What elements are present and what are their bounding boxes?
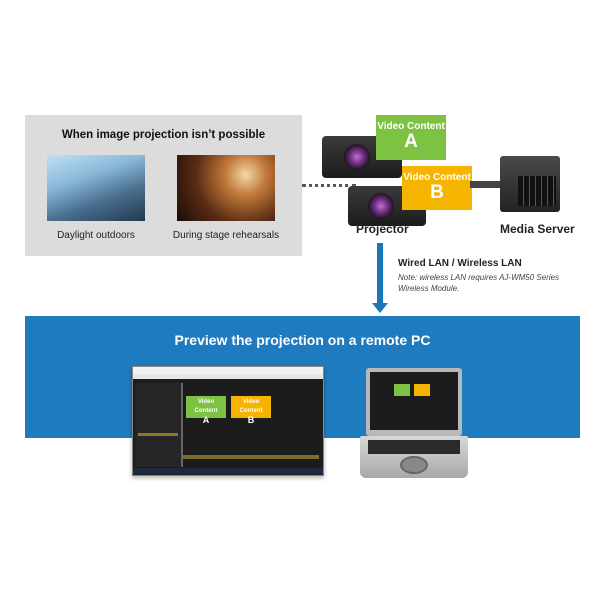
remote-laptop: [360, 366, 468, 478]
projector-label: Projector: [356, 222, 409, 236]
connection-note: Note: wireless LAN requires AJ-WM50 Seri…: [398, 273, 560, 293]
arrow-head-icon: [372, 303, 388, 313]
stage-photo: [177, 155, 275, 221]
stage-label: During stage rehearsals: [172, 230, 280, 241]
media-server-image: [500, 156, 560, 212]
preview-title: Preview the projection on a remote PC: [174, 332, 431, 348]
connection-title: Wired LAN / Wireless LAN: [398, 258, 522, 269]
server-cable: [470, 181, 502, 188]
use-case-title: When image projection isn’t possible: [61, 129, 266, 141]
media-server-label: Media Server: [500, 222, 575, 236]
dotted-connector: [302, 184, 356, 187]
daylight-label: Daylight outdoors: [57, 230, 135, 241]
network-arrow: [377, 243, 383, 305]
daylight-photo: [47, 155, 145, 221]
